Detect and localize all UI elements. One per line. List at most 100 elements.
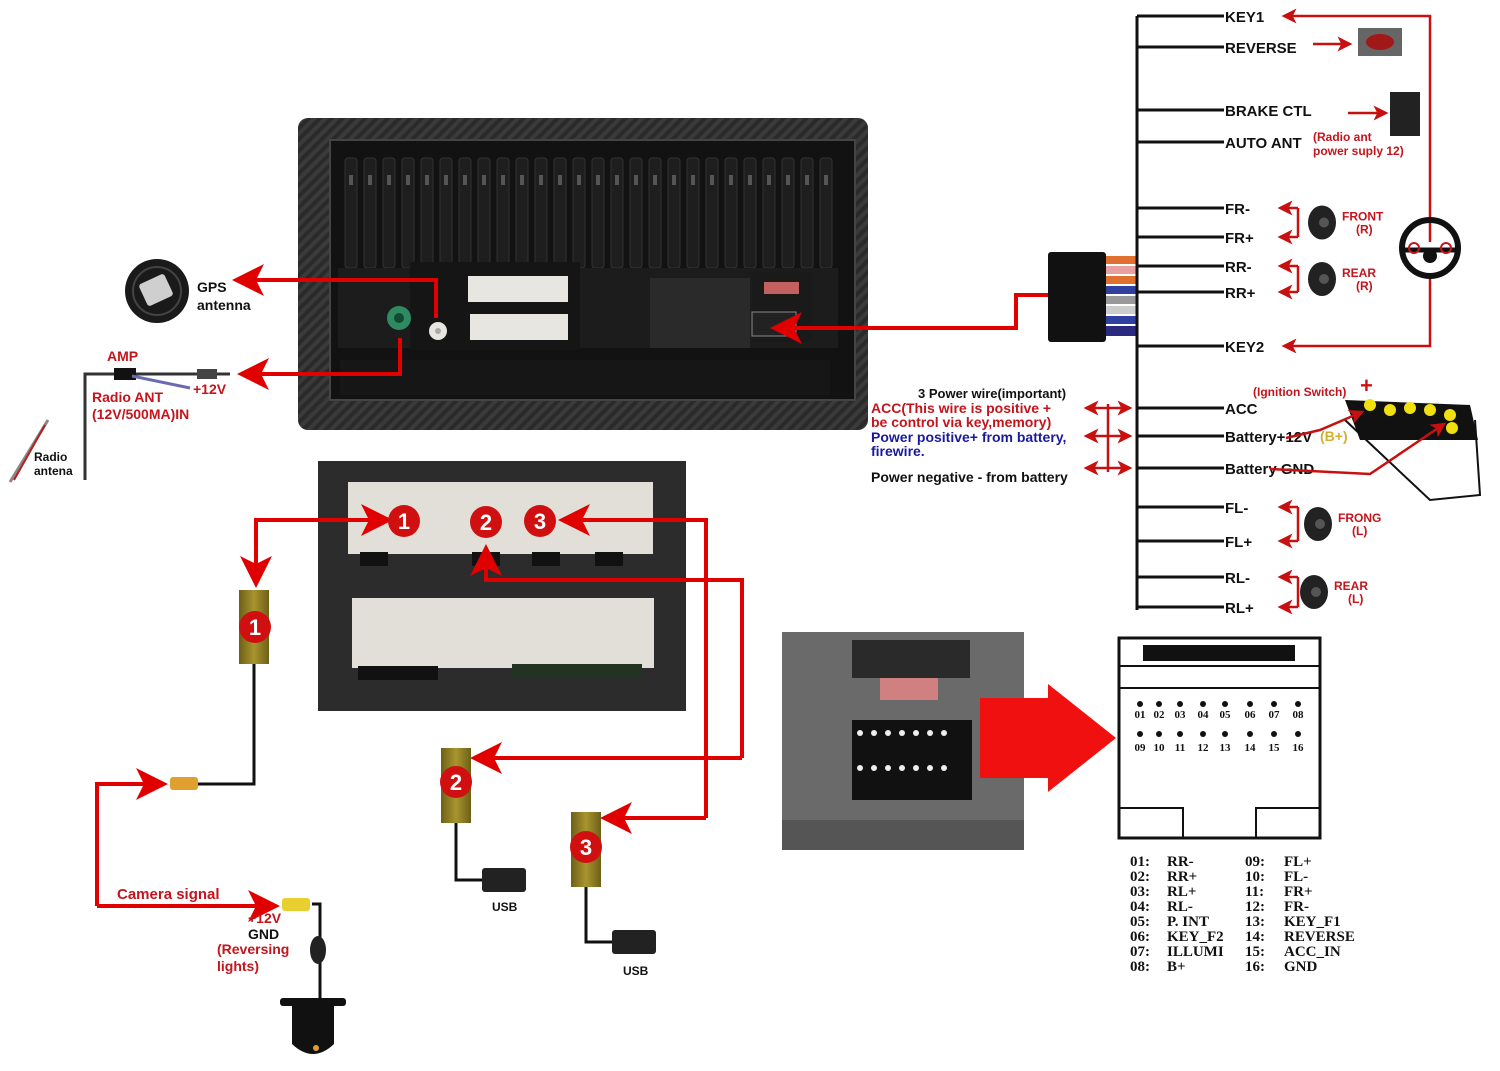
wire-label-brake: BRAKE CTL <box>1225 103 1312 120</box>
speaker-label: FRONT <box>1342 210 1384 224</box>
svg-text:02:: 02: <box>1130 869 1150 885</box>
pin-dot <box>1137 731 1143 737</box>
svg-text:10:: 10: <box>1245 869 1265 885</box>
camera-rca-icon <box>282 898 310 911</box>
gps-label-1: GPS <box>197 279 227 295</box>
svg-text:04:: 04: <box>1130 899 1150 915</box>
handbrake-icon <box>1390 92 1420 136</box>
battery-note-2: firewire. <box>871 443 925 459</box>
wire-label-key1: KEY1 <box>1225 9 1264 26</box>
pin-dot <box>1271 731 1277 737</box>
speaker-side: (L) <box>1348 592 1363 606</box>
svg-text:P. INT: P. INT <box>1167 914 1209 930</box>
pin-legend-row: 15:ACC_IN <box>1245 944 1341 960</box>
speaker-label: REAR <box>1342 266 1376 280</box>
battery-gnd-arrow <box>1269 422 1447 476</box>
speaker-side: (L) <box>1352 524 1367 538</box>
gps-label-2: antenna <box>197 297 251 313</box>
pin-number: 06 <box>1245 709 1257 721</box>
pin-number: 10 <box>1154 742 1166 754</box>
svg-text:RL+: RL+ <box>1167 884 1196 900</box>
svg-text:FR+: FR+ <box>1284 884 1313 900</box>
pin-dot <box>1156 731 1162 737</box>
auto-ant-note-2: power suply 12) <box>1313 144 1404 158</box>
head-unit-rear <box>298 118 868 430</box>
radio-ant-label-1: Radio ANT <box>92 389 163 405</box>
pin-legend-row: 03: RL+ <box>1130 884 1196 900</box>
pin-legend-row: 08: B+ <box>1130 959 1186 975</box>
battery-icon: + <box>1344 373 1482 502</box>
pin-legend-row: 05: P. INT <box>1130 914 1209 930</box>
badge-3-plug: 3 <box>570 831 602 863</box>
speaker-side: (R) <box>1356 223 1373 237</box>
camera-12v-label: +12V <box>248 910 282 926</box>
battery-plus-arrow <box>1285 410 1365 440</box>
pin-number: 16 <box>1293 742 1305 754</box>
svg-text:KEY_F1: KEY_F1 <box>1284 914 1341 930</box>
key2-arrow <box>1281 274 1432 354</box>
camera-reversing-2: lights) <box>217 958 259 974</box>
camera-cable <box>196 664 256 786</box>
pin-dot <box>1177 701 1183 707</box>
pin-dot <box>1271 701 1277 707</box>
camera-reversing-1: (Reversing <box>217 941 289 957</box>
steering-wheel-icon <box>1399 217 1461 279</box>
svg-text:03:: 03: <box>1130 884 1150 900</box>
pin-legend-row: 09:FL+ <box>1245 854 1312 870</box>
badge-2-port: 2 <box>470 506 502 538</box>
speaker-label: FRONG <box>1338 511 1381 525</box>
svg-text:09:: 09: <box>1245 854 1265 870</box>
pin-legend-row: 11: FR+ <box>1245 884 1313 900</box>
wire-label-gnd: Battery GND <box>1225 461 1314 478</box>
svg-text:GND: GND <box>1284 959 1318 975</box>
harness-plug-icon <box>1048 252 1136 342</box>
svg-text:08:: 08: <box>1130 959 1150 975</box>
pin-dot <box>1247 731 1253 737</box>
big-arrow-icon <box>980 684 1116 792</box>
pin-number: 08 <box>1293 709 1305 721</box>
pin-number: 13 <box>1220 742 1232 754</box>
pin-number: 11 <box>1175 742 1185 754</box>
svg-text:2: 2 <box>480 510 492 535</box>
badge-2-plug: 2 <box>440 766 472 798</box>
speaker-group: FRONT(R)REAR(R)FRONG(L)REAR(L) <box>1277 200 1384 615</box>
radio-ant-arrow <box>237 338 402 390</box>
radio-ant-label-2: (12V/500MA)IN <box>92 406 189 422</box>
pin-dot <box>1247 701 1253 707</box>
svg-text:06:: 06: <box>1130 929 1150 945</box>
gps-antenna-icon <box>125 259 189 323</box>
harness-arrow <box>770 293 1048 344</box>
pin-legend-row: 13: KEY_F1 <box>1245 914 1341 930</box>
12v-wire <box>131 374 191 390</box>
badge-1-plug: 1 <box>239 611 271 643</box>
svg-text:11:: 11: <box>1245 884 1264 900</box>
pin-legend-row: 01:RR- <box>1130 854 1194 870</box>
svg-text:ILLUMI: ILLUMI <box>1167 944 1224 960</box>
route-1-wire <box>240 518 310 588</box>
svg-text:RL-: RL- <box>1167 899 1193 915</box>
pin-legend-row: 16: GND <box>1245 959 1318 975</box>
amp-block-icon <box>114 368 136 380</box>
acc-note-2: be control via key,memory) <box>871 414 1051 430</box>
pin-number: 09 <box>1135 742 1147 754</box>
svg-text:+: + <box>1360 373 1373 398</box>
svg-text:3: 3 <box>534 509 546 534</box>
heatsink-fins <box>344 157 833 269</box>
pin-legend-row: 02:RR+ <box>1130 869 1197 885</box>
svg-text:B+: B+ <box>1167 959 1186 975</box>
pin-dot <box>1222 731 1228 737</box>
svg-text:16:: 16: <box>1245 959 1265 975</box>
pin-number: 04 <box>1198 709 1210 721</box>
svg-text:13:: 13: <box>1245 914 1265 930</box>
plus-12v-label: +12V <box>193 381 227 397</box>
pin-dot <box>1156 701 1162 707</box>
speaker-rl: REAR(L) <box>1277 569 1368 615</box>
ignition-label: (Ignition Switch) <box>1253 385 1346 399</box>
badge-1-port: 1 <box>388 505 420 537</box>
svg-text:05:: 05: <box>1130 914 1150 930</box>
radio-cable <box>83 372 230 480</box>
power-double-arrows <box>1083 400 1133 476</box>
connector-closeup <box>318 461 686 711</box>
